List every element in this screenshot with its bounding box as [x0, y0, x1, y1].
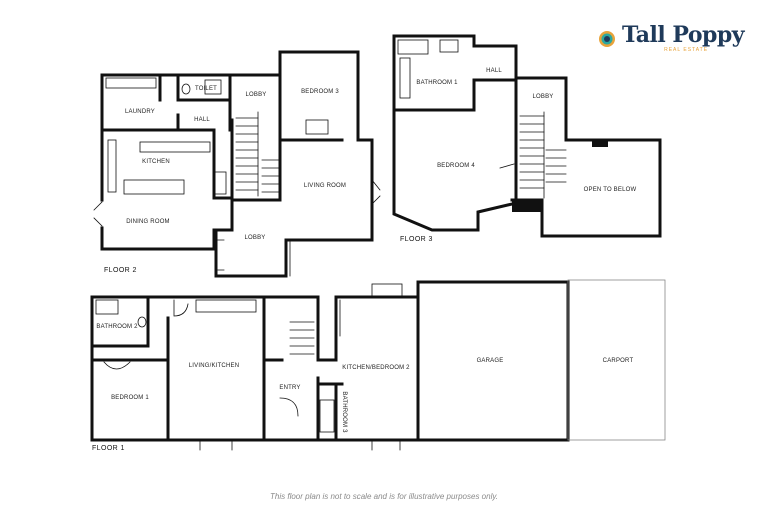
- floor-3-label: FLOOR 3: [400, 236, 433, 243]
- room-kitchen: KITCHEN: [142, 159, 170, 165]
- room-laundry: LAUNDRY: [125, 109, 155, 115]
- room-hall-f2: HALL: [194, 117, 210, 123]
- floor-1-label: FLOOR 1: [92, 445, 125, 452]
- room-living-room: LIVING ROOM: [303, 183, 347, 189]
- room-bathroom-3: BATHROOM 3: [341, 391, 347, 433]
- disclaimer: This floor plan is not to scale and is f…: [270, 492, 498, 501]
- room-garage: GARAGE: [476, 358, 504, 364]
- room-open-to-below: OPEN TO BELOW: [583, 187, 637, 193]
- brand-logo: Tall Poppy REAL ESTATE: [598, 22, 745, 53]
- room-toilet: TOILET: [194, 86, 218, 92]
- room-bedroom-1: BEDROOM 1: [111, 395, 149, 401]
- room-dining-room: DINING ROOM: [126, 219, 170, 225]
- room-bedroom-3: BEDROOM 3: [301, 89, 339, 95]
- floor-2-label: FLOOR 2: [104, 267, 137, 274]
- room-kitchen-bedroom-2: KITCHEN/BEDROOM 2: [342, 365, 410, 371]
- room-bedroom-4: BEDROOM 4: [437, 163, 475, 169]
- floor-2-walls: [100, 50, 374, 278]
- room-lobby-f2-top: LOBBY: [245, 92, 267, 98]
- brand-name: Tall Poppy: [622, 22, 745, 48]
- room-hall-f3: HALL: [486, 68, 502, 74]
- room-carport: CARPORT: [602, 358, 634, 364]
- room-lobby-f3: LOBBY: [532, 94, 554, 100]
- room-lobby-f2-bottom: LOBBY: [244, 235, 266, 241]
- poppy-icon: [598, 30, 616, 48]
- brand-tagline: REAL ESTATE: [664, 47, 709, 53]
- room-entry: ENTRY: [279, 385, 301, 391]
- room-living-kitchen: LIVING/KITCHEN: [188, 363, 240, 369]
- room-bathroom-1: BATHROOM 1: [416, 80, 458, 86]
- room-bathroom-2: BATHROOM 2: [96, 324, 138, 330]
